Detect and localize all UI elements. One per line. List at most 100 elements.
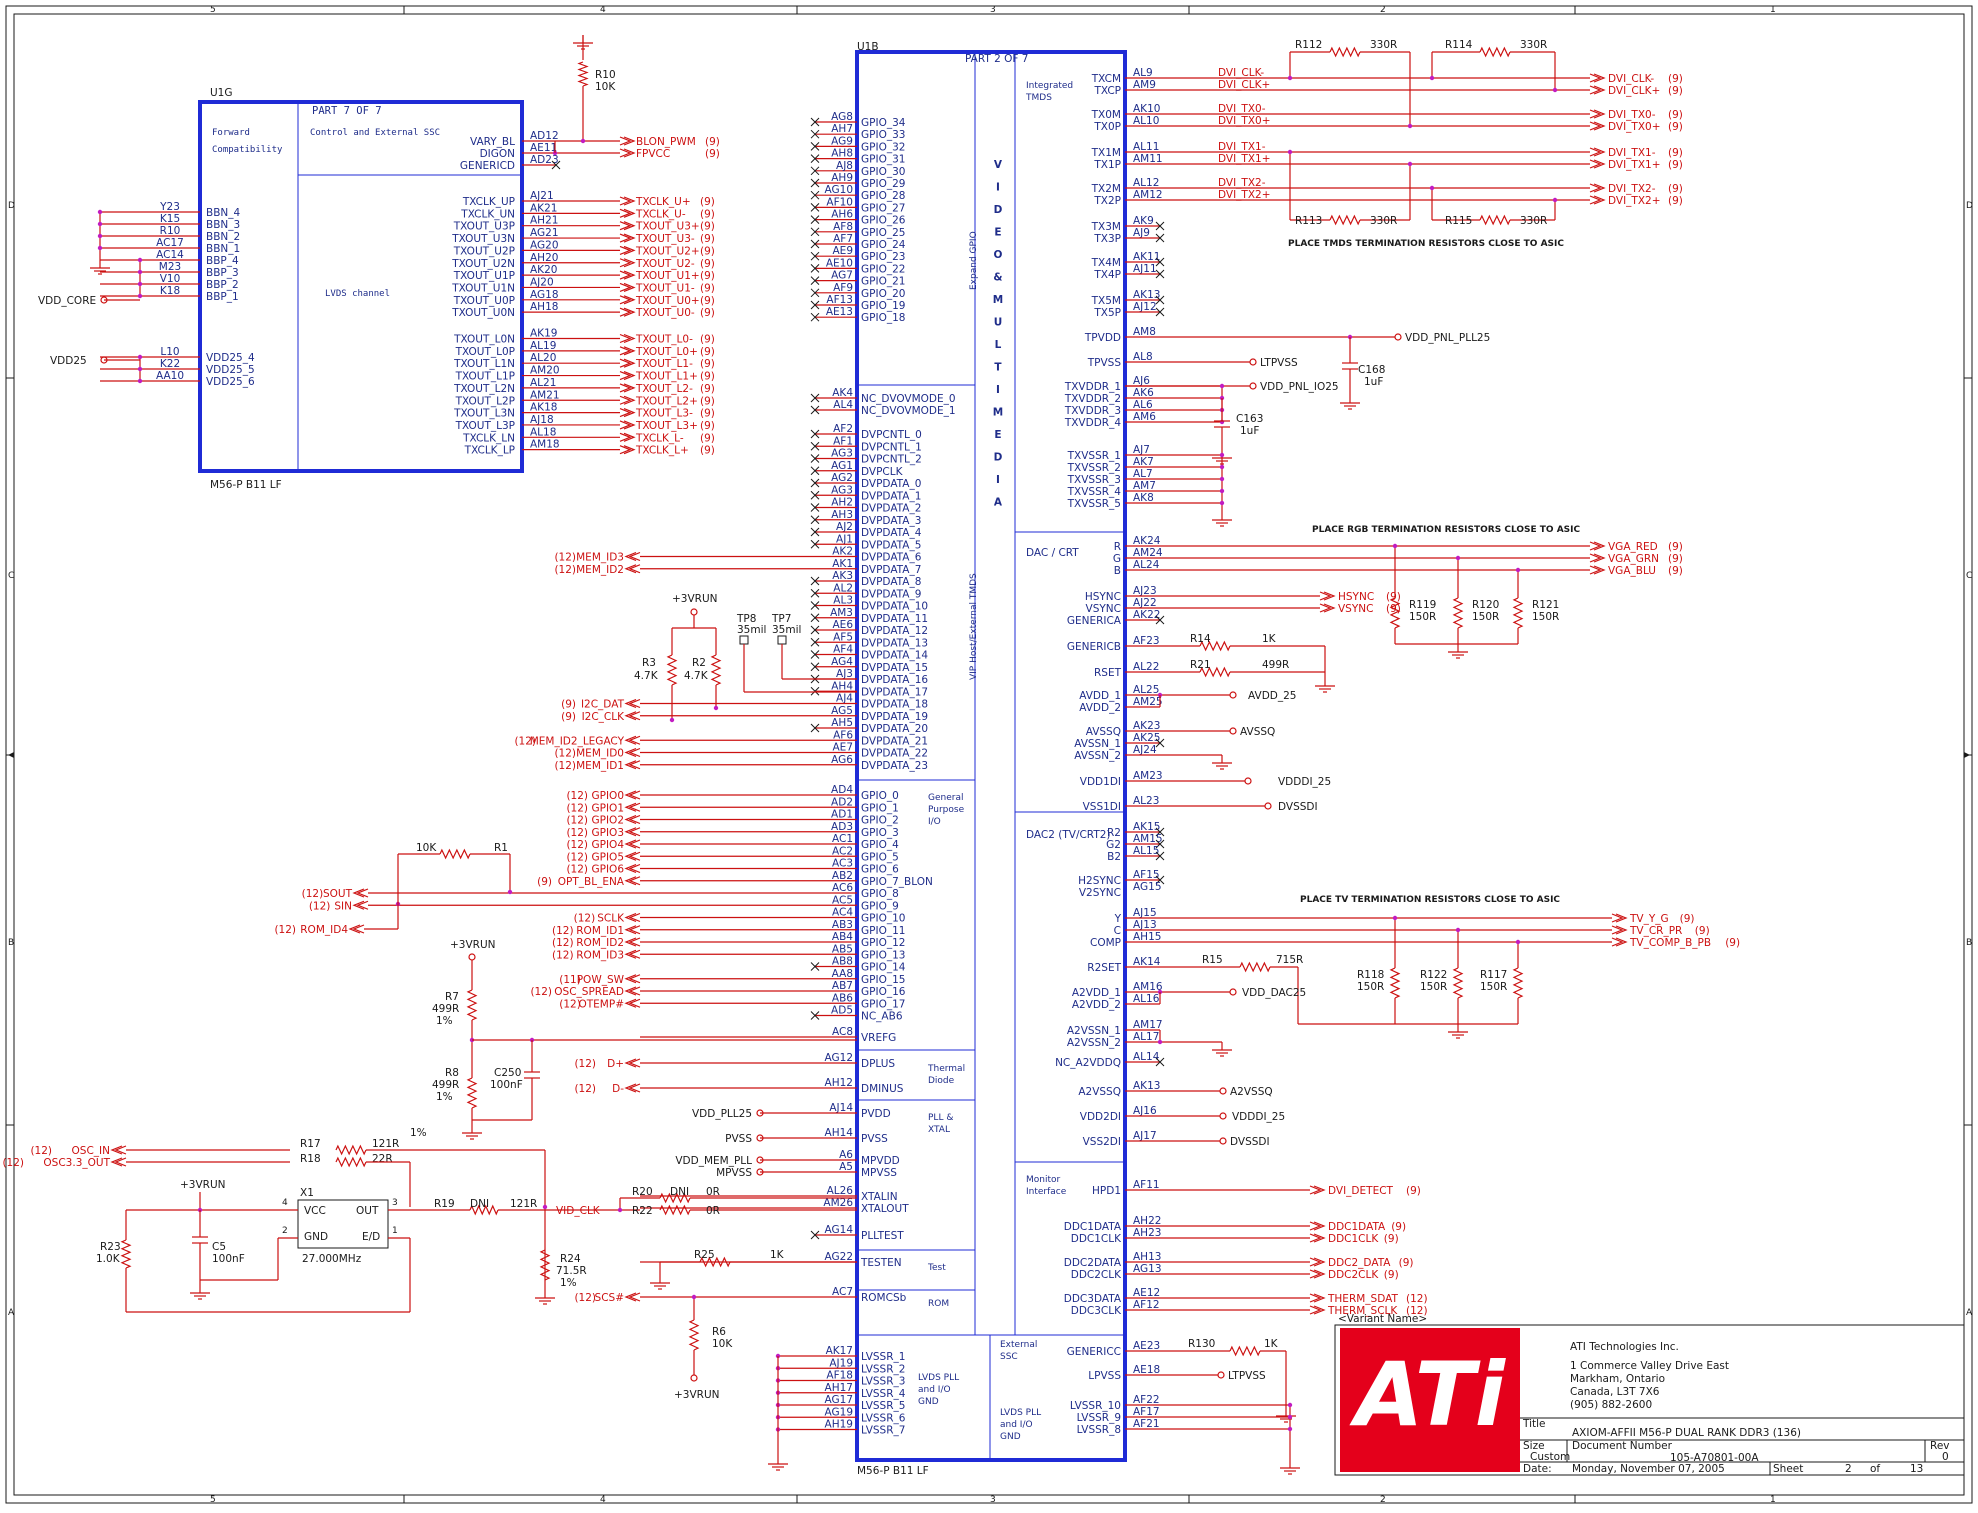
u1b-left-ball: AE6 <box>833 619 854 631</box>
u1g-lvds-net: TXOUT_U3+ <box>635 221 700 233</box>
u1b-gpio-net: OSC_SPREAD <box>554 986 624 998</box>
offpage-arrow-left <box>356 900 369 910</box>
no-connect-mark <box>1155 738 1165 748</box>
u1b-left-pins: GPIO_34AG8GPIO_33AH7GPIO_32AG9GPIO_31AH8… <box>302 111 956 1471</box>
u1b-right-ball: AL11 <box>1133 141 1159 153</box>
u1b-left-ball: AG12 <box>825 1052 854 1064</box>
power-port <box>1244 777 1252 785</box>
no-connect-mark <box>810 251 820 261</box>
u1b-dvp-net: I2C_CLK <box>582 711 626 723</box>
u1b-dvp-ref: (9) <box>561 711 576 723</box>
u1g-left-ball: K22 <box>160 358 180 370</box>
frame-col-label: 1 <box>1770 5 1776 15</box>
r1-value: 10K <box>416 842 437 854</box>
u1b-left-pin-name: MPVSS <box>861 1167 897 1179</box>
u1b-right-ball: AF12 <box>1133 1299 1160 1311</box>
section-ext-ssc: SSC <box>1000 1352 1018 1362</box>
note-tmds: PLACE TMDS TERMINATION RESISTORS CLOSE T… <box>1288 239 1564 249</box>
offpage-arrow-left <box>628 912 641 923</box>
resistor-symbol <box>539 1249 551 1281</box>
x1-oscillator-body <box>297 1199 389 1249</box>
docnum-label: Document Number <box>1572 1440 1673 1452</box>
junction-dot <box>669 717 675 723</box>
u1b-left-pin-name: DVPDATA_16 <box>861 674 928 686</box>
offpage-arrow-left <box>352 924 365 934</box>
u1b-left-pin-name: DVPDATA_9 <box>861 588 921 600</box>
u1b-right-pin-name: R2SET <box>1087 962 1121 974</box>
tmds-net: DVI_CLK- <box>1218 67 1264 79</box>
u1g-lvds-pin-name: TXOUT_U1P <box>453 270 515 282</box>
resistor-symbol <box>666 654 678 686</box>
u1b-gpio-ref: (12) <box>574 913 596 925</box>
u1g-lvds-ball: AJ20 <box>530 276 554 288</box>
c250-value: 100nF <box>490 1079 523 1091</box>
offpage-arrow-right <box>623 307 636 317</box>
u1b-right-ball: AJ24 <box>1133 744 1157 756</box>
r21-value: 499R <box>1262 659 1289 671</box>
u1g-lvds-net: TXOUT_U1- <box>635 282 695 294</box>
u1b-left-pin-name: GPIO_9 <box>861 900 899 912</box>
u1b-left-ball: AH4 <box>831 680 853 692</box>
offpage-arrow-left <box>624 998 637 1008</box>
junction-dot <box>137 378 143 384</box>
u1g-left-pin-name: BBN_4 <box>206 207 241 219</box>
vertical-title-letter: I <box>996 384 1000 396</box>
osc33-ref: (12) <box>2 1157 24 1169</box>
section-monitor: Interface <box>1026 1187 1067 1197</box>
r113-ref: R113 <box>1295 215 1322 227</box>
offpage-arrow-right <box>619 208 632 218</box>
no-connect-mark <box>810 539 820 549</box>
u1b-right-ball: AL9 <box>1133 67 1153 79</box>
no-connect-mark <box>810 454 820 463</box>
resistor-symbol <box>1512 967 1524 999</box>
offpage-arrow-right <box>1615 937 1628 947</box>
no-connect-mark <box>1155 269 1165 279</box>
tmds-net: DVI_TX1- <box>1218 141 1266 153</box>
no-connect-mark <box>810 178 820 188</box>
offpage-arrow-right <box>1611 913 1624 923</box>
offpage-arrow-right <box>619 432 632 442</box>
u1b-right-ball: AL25 <box>1133 684 1159 696</box>
u1b-gpio-ref: (12) <box>559 998 581 1010</box>
sync-ref: (9) <box>1386 603 1401 615</box>
u1g-lvds-ref: (9) <box>700 221 715 233</box>
u1g-lvds-pin-name: TXOUT_L0P <box>455 346 515 358</box>
r112-value: 330R <box>1370 39 1397 51</box>
junction-dot <box>1157 1039 1163 1045</box>
power-port <box>1249 358 1257 366</box>
x1-pin2: 2 <box>282 1226 288 1236</box>
junction-dot <box>507 889 513 895</box>
vdd-core-net: VDD_CORE <box>38 295 96 307</box>
rev-label: Rev <box>1930 1440 1950 1452</box>
power-port <box>756 1109 764 1117</box>
u1b-misc-net: VDD_PLL25 <box>692 1108 752 1120</box>
u1g-lvds-ref: (9) <box>700 295 715 307</box>
u1g-lvds-ball: AG20 <box>530 239 559 251</box>
r3-ref: R3 <box>642 657 656 669</box>
u1b-ref: U1B <box>857 41 879 53</box>
u1b-left-ball: AB7 <box>832 980 853 992</box>
u1b-misc-net: MPVSS <box>716 1167 752 1179</box>
u1b-right-pin-name: GENERICA <box>1067 615 1122 627</box>
u1g-lvds-pin-name: TXOUT_L1N <box>453 358 515 370</box>
u1b-left-pin-name: GPIO_22 <box>861 263 905 275</box>
u1b-right-ball: AM11 <box>1133 153 1163 165</box>
u1b-right-pin-name: G <box>1113 553 1121 565</box>
u1b-right-ball: AF23 <box>1133 635 1160 647</box>
u1g-lvds-net: TXOUT_L0- <box>635 334 693 346</box>
u1g-lvds-net: TXOUT_L2+ <box>635 395 698 407</box>
offpage-arrow-right <box>623 136 636 146</box>
vertical-title-letter: E <box>994 227 1001 239</box>
tv-res-ref: R122 <box>1420 969 1447 981</box>
no-connect-mark <box>810 288 820 298</box>
u1b-block: U1B PART 2 OF 7 M56-P B11 LF VIDEO&MULTI… <box>302 39 1740 1477</box>
junction-dot <box>542 1204 548 1210</box>
u1b-right-pin-name: NC_A2VDDQ <box>1055 1057 1121 1069</box>
vga-net: VGA_BLU <box>1608 565 1656 577</box>
offpage-arrow-left <box>110 1145 123 1155</box>
r20-value: 0R <box>706 1186 720 1198</box>
vrun-label: +3VRUN <box>672 593 718 605</box>
u1b-gpio-ref: (12) <box>552 949 574 961</box>
